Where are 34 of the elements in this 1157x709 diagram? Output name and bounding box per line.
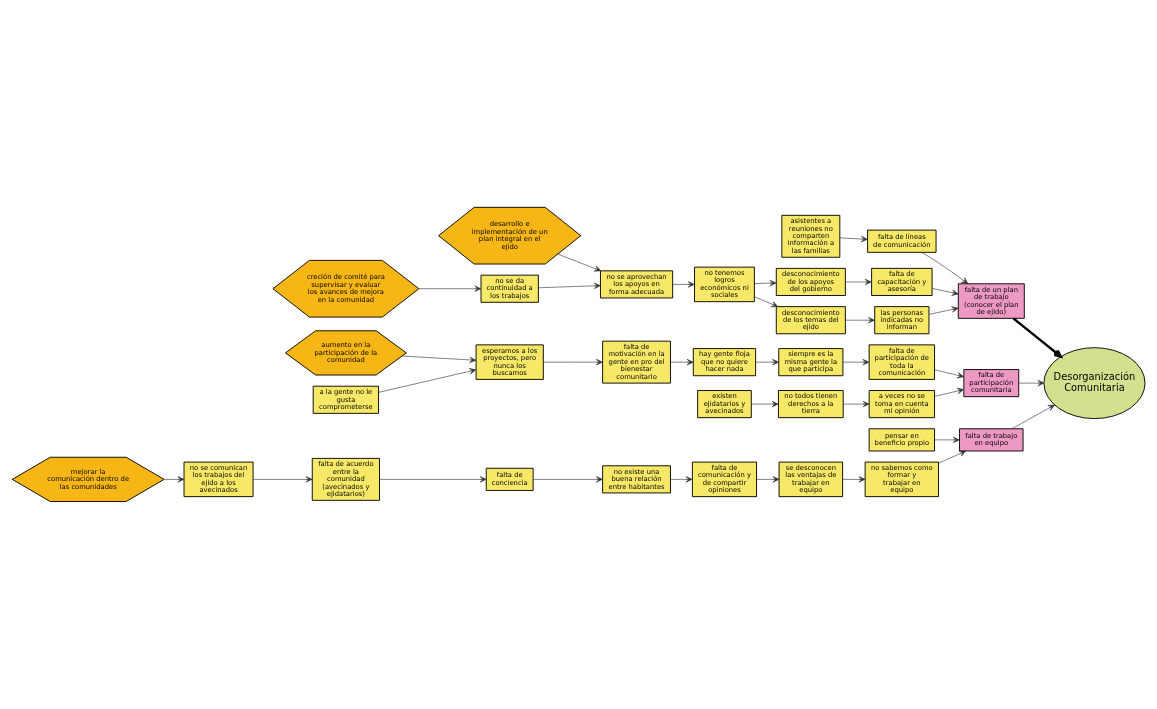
arrow [754, 280, 777, 287]
arrow [845, 278, 872, 286]
arrow [543, 359, 603, 366]
arrow [928, 306, 959, 315]
arrow [755, 359, 779, 366]
arrow [1018, 380, 1045, 387]
arrow [164, 476, 185, 483]
arrow [842, 476, 866, 483]
arrow [845, 317, 875, 324]
arrow [934, 387, 964, 397]
arrow [557, 253, 602, 272]
arrow [1011, 404, 1055, 429]
arrow [252, 476, 313, 483]
arrow [839, 235, 868, 243]
arrow [379, 476, 487, 483]
arrow [921, 252, 969, 284]
arrow [378, 368, 477, 393]
arrow [938, 450, 967, 464]
arrow [756, 476, 780, 483]
arrow [401, 355, 477, 363]
arrow [751, 401, 779, 408]
arrow [670, 359, 694, 366]
arrow [931, 288, 959, 296]
arrow [533, 476, 603, 483]
arrow [418, 285, 482, 292]
arrow [1012, 317, 1063, 358]
arrow [842, 359, 870, 366]
arrow [672, 281, 695, 288]
arrow [754, 296, 779, 308]
arrow [670, 476, 693, 483]
arrow [934, 369, 964, 379]
arrow [538, 282, 601, 289]
arrow [843, 401, 870, 408]
arrow [934, 436, 960, 443]
